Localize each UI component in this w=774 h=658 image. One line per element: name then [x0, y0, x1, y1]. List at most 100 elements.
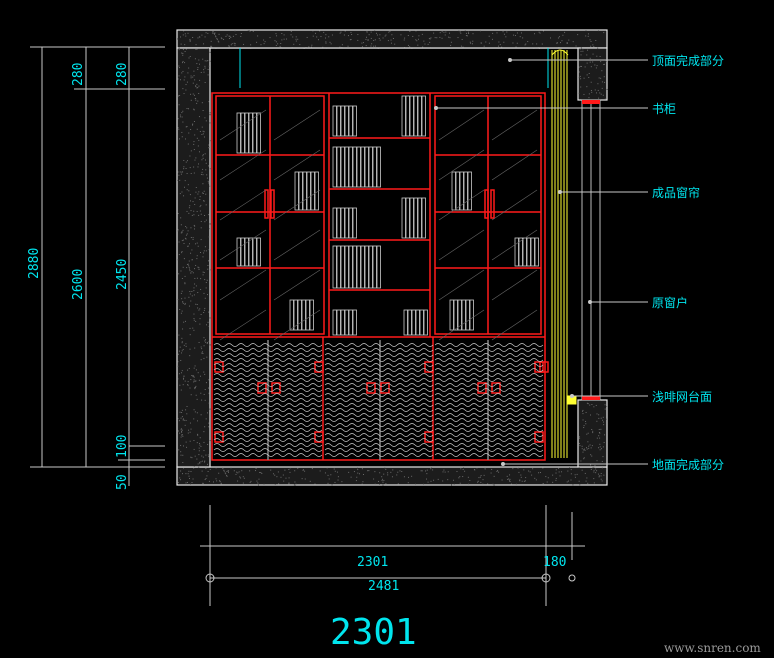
glass-hatch-line	[219, 309, 267, 341]
hatch-dot	[197, 463, 199, 465]
book	[403, 309, 408, 336]
hatch-dot	[390, 42, 392, 44]
hatch-dot	[365, 38, 367, 40]
hatch-dot	[522, 37, 524, 39]
hatch-dot	[590, 40, 592, 42]
hatch-dot	[186, 172, 188, 174]
hatch-dot	[196, 442, 198, 444]
hatch-dot	[185, 48, 187, 50]
hatch-dot	[374, 45, 376, 47]
hatch-dot	[195, 191, 197, 193]
hatch-dot	[503, 33, 505, 35]
hatch-dot	[180, 436, 182, 438]
hatch-dot	[397, 471, 399, 473]
grain-line	[324, 438, 434, 442]
hatch-dot	[501, 46, 503, 48]
hatch-dot	[385, 34, 387, 36]
hatch-dot	[322, 46, 324, 48]
hatch-dot	[225, 473, 227, 475]
hatch-dot	[593, 482, 595, 484]
hatch-dot	[460, 468, 462, 470]
hatch-dot	[583, 457, 585, 459]
hatch-dot	[199, 437, 201, 439]
hatch-dot	[281, 32, 283, 34]
grain-line	[213, 413, 323, 417]
book	[294, 171, 299, 211]
hatch-dot	[574, 474, 576, 476]
hatch-dot	[196, 420, 198, 422]
hatch-dot	[597, 473, 599, 475]
hatch-dot	[193, 149, 195, 151]
hatch-dot	[198, 342, 200, 344]
book	[297, 299, 302, 331]
hatch-dot	[189, 194, 191, 196]
book	[530, 237, 535, 267]
hatch-dot	[588, 76, 590, 78]
grain-line	[434, 353, 544, 357]
book	[360, 245, 365, 289]
hatch-dot	[472, 33, 474, 35]
grain-line	[324, 378, 434, 382]
hatch-dot	[242, 476, 244, 478]
hatch-dot	[383, 473, 385, 475]
hatch-dot	[518, 467, 520, 469]
hatch-dot	[601, 467, 603, 469]
book	[348, 207, 353, 239]
hatch-dot	[223, 470, 225, 472]
hatch-dot	[404, 37, 406, 39]
hatch-dot	[182, 454, 184, 456]
hatch-dot	[519, 480, 521, 482]
hatch-dot	[193, 210, 195, 212]
hatch-dot	[197, 69, 199, 71]
hatch-dot	[582, 48, 584, 50]
hatch-dot	[512, 34, 514, 36]
hatch-dot	[409, 30, 411, 32]
hatch-dot	[228, 35, 230, 37]
hatch-dot	[555, 472, 557, 474]
hatch-dot	[593, 469, 595, 471]
hatch-dot	[403, 476, 405, 478]
hatch-dot	[391, 34, 393, 36]
hatch-dot	[177, 298, 179, 300]
hatch-dot	[181, 277, 183, 279]
grain-line	[434, 388, 544, 392]
hatch-dot	[201, 455, 203, 457]
hatch-dot	[181, 251, 183, 253]
hatch-dot	[579, 445, 581, 447]
hatch-dot	[203, 190, 205, 192]
hatch-dot	[194, 347, 196, 349]
hatch-dot	[188, 266, 190, 268]
hatch-dot	[199, 251, 201, 253]
dim-overall: 2481	[368, 579, 399, 594]
hatch-dot	[202, 256, 204, 258]
grain-line	[434, 433, 544, 437]
hatch-dot	[602, 456, 604, 458]
grain-line	[324, 443, 434, 447]
hatch-dot	[257, 482, 259, 484]
hatch-dot	[520, 32, 522, 34]
hatch-dot	[223, 469, 225, 471]
hatch-dot	[351, 34, 353, 36]
hatch-dot	[180, 359, 182, 361]
hatch-dot	[482, 483, 484, 485]
hatch-dot	[182, 70, 184, 72]
hatch-dot	[206, 341, 208, 343]
hatch-dot	[324, 37, 326, 39]
hatch-dot	[578, 467, 580, 469]
hatch-dot	[203, 71, 205, 73]
hatch-dot	[209, 122, 211, 124]
hatch-dot	[193, 70, 195, 72]
hatch-dot	[214, 33, 216, 35]
hatch-dot	[596, 413, 598, 415]
hatch-dot	[199, 323, 201, 325]
hatch-dot	[585, 30, 587, 32]
hatch-dot	[250, 480, 252, 482]
hatch-dot	[192, 201, 194, 203]
hatch-dot	[182, 418, 184, 420]
grain-line	[324, 348, 434, 352]
grain-line	[213, 408, 323, 412]
hatch-dot	[566, 481, 568, 483]
hatch-dot	[203, 441, 205, 443]
hatch-dot	[334, 481, 336, 483]
hatch-dot	[188, 475, 190, 477]
